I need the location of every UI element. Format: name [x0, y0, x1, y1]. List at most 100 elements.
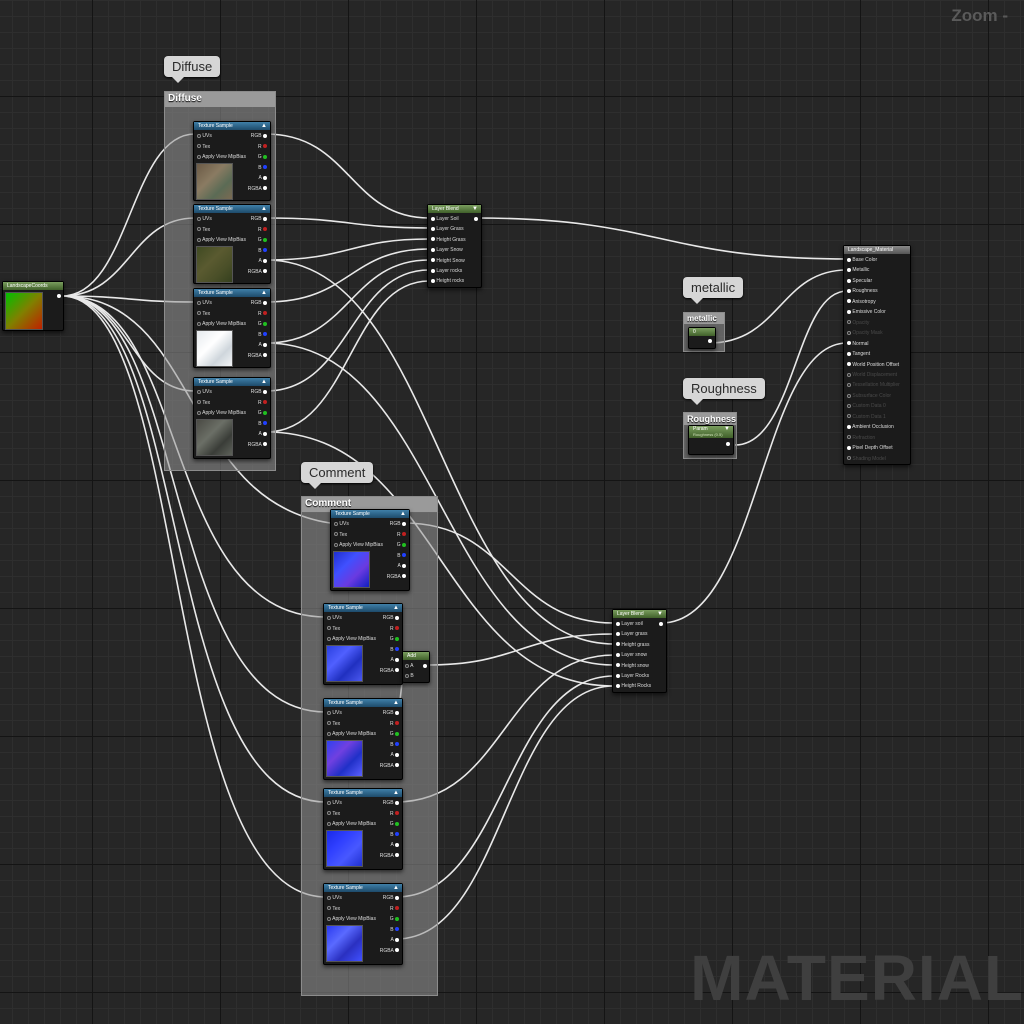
output-pin[interactable]: R [390, 811, 399, 817]
output-pin[interactable]: R [397, 532, 406, 538]
input-pin[interactable]: Tex [327, 721, 340, 727]
output-pin[interactable]: R [258, 144, 267, 150]
material-input-pin[interactable]: World Position Offset [847, 362, 899, 368]
output-pin[interactable]: RGB [390, 521, 406, 527]
layer-input-pin[interactable]: Layer Soil [431, 216, 459, 222]
output-pin[interactable] [659, 622, 663, 626]
layer-input-pin[interactable]: Height grass [616, 642, 649, 648]
layer-input-pin[interactable]: Layer rocks [431, 268, 462, 274]
input-pin[interactable]: UVs [197, 300, 212, 306]
output-pin[interactable]: RGB [251, 216, 267, 222]
output-pin[interactable]: RGBA [248, 442, 267, 448]
layer-input-pin[interactable]: Height Snow [431, 258, 465, 264]
output-pin[interactable] [474, 217, 478, 221]
material-input-pin[interactable]: Metallic [847, 267, 869, 273]
input-pin[interactable]: Apply View MipBias [197, 237, 246, 243]
output-pin[interactable]: B [258, 248, 267, 254]
output-pin[interactable]: RGB [383, 800, 399, 806]
texture-sample-node[interactable]: Texture Sample▲ UVs Tex Apply View MipBi… [323, 788, 403, 870]
output-pin[interactable]: R [258, 400, 267, 406]
output-pin[interactable]: R [390, 906, 399, 912]
landscape-material-result-node[interactable]: Landscape_Material Base Color Metallic S… [843, 245, 911, 465]
roughness-bubble[interactable]: Roughness [683, 378, 765, 405]
input-pin[interactable]: Tex [327, 626, 340, 632]
output-pin[interactable]: RGBA [248, 186, 267, 192]
output-pin[interactable]: RGBA [380, 853, 399, 859]
output-pin[interactable]: RGB [251, 300, 267, 306]
output-pin[interactable]: RGB [383, 615, 399, 621]
layer-input-pin[interactable]: Height Rocks [616, 683, 651, 689]
layer-blend-node-1[interactable]: Layer Blend▼ Layer Soil Layer Grass Heig… [427, 204, 482, 288]
output-pin[interactable]: G [390, 731, 399, 737]
layer-input-pin[interactable]: Layer Rocks [616, 673, 649, 679]
landscape-coords-node[interactable]: LandscapeCoords [2, 281, 64, 331]
output-pin[interactable]: R [258, 227, 267, 233]
output-pin[interactable] [423, 664, 427, 668]
output-pin[interactable]: RGBA [248, 269, 267, 275]
output-pin[interactable]: G [258, 321, 267, 327]
metallic-param-box[interactable]: metallic 0 [683, 312, 725, 352]
layer-input-pin[interactable]: Layer Snow [431, 247, 463, 253]
input-pin[interactable]: UVs [327, 800, 342, 806]
texture-sample-node[interactable]: Texture Sample▲ UVs Tex Apply View MipBi… [193, 288, 271, 368]
output-pin[interactable]: B [258, 421, 267, 427]
texture-sample-node[interactable]: Texture Sample▲ UVs Tex Apply View MipBi… [323, 698, 403, 780]
layer-input-pin[interactable]: Height Grass [431, 237, 466, 243]
output-pin[interactable]: A [259, 258, 267, 264]
output-pin[interactable]: B [390, 647, 399, 653]
layer-blend-node-2[interactable]: Layer Blend▼ Layer soil Layer grass Heig… [612, 609, 667, 693]
layer-input-pin[interactable]: Height rocks [431, 278, 464, 284]
material-input-pin[interactable]: Roughness [847, 288, 878, 294]
layer-input-pin[interactable]: Layer soil [616, 621, 643, 627]
input-pin[interactable]: UVs [327, 710, 342, 716]
diffuse-comment-bubble[interactable]: Diffuse [164, 56, 221, 83]
roughness-param-box[interactable]: Roughness Param▼Roughness (0.5) [683, 412, 737, 459]
material-input-pin[interactable]: Specular [847, 278, 872, 284]
output-pin[interactable]: A [391, 752, 399, 758]
metallic-scalar-node[interactable]: 0 [688, 327, 716, 349]
output-pin[interactable]: RGB [251, 389, 267, 395]
output-pin[interactable] [726, 442, 730, 446]
texture-sample-node[interactable]: Texture Sample▲ UVs Tex Apply View MipBi… [193, 377, 271, 459]
output-pin[interactable]: A [259, 431, 267, 437]
input-pin[interactable]: Tex [327, 811, 340, 817]
output-pin[interactable]: RGBA [380, 948, 399, 954]
material-input-pin[interactable]: Base Color [847, 257, 877, 263]
output-pin[interactable]: A [391, 842, 399, 848]
output-pin[interactable]: RGB [251, 133, 267, 139]
output-pin[interactable]: A [259, 175, 267, 181]
output-pin[interactable]: R [258, 311, 267, 317]
output-pin[interactable]: B [258, 165, 267, 171]
output-pin[interactable]: G [390, 636, 399, 642]
input-pin[interactable]: Apply View MipBias [327, 731, 376, 737]
layer-input-pin[interactable]: Height snow [616, 663, 649, 669]
output-pin[interactable]: G [258, 237, 267, 243]
input-pin[interactable]: Apply View MipBias [327, 916, 376, 922]
output-pin[interactable]: B [390, 742, 399, 748]
layer-input-pin[interactable]: Layer grass [616, 631, 648, 637]
material-input-pin[interactable]: Ambient Occlusion [847, 424, 894, 430]
input-pin[interactable]: Tex [334, 532, 347, 538]
input-pin[interactable]: Apply View MipBias [197, 410, 246, 416]
material-input-pin[interactable]: Anisotropy [847, 299, 876, 305]
add-input-b[interactable]: B [405, 673, 414, 679]
input-pin[interactable]: Apply View MipBias [197, 321, 246, 327]
material-input-pin[interactable]: Pixel Depth Offset [847, 445, 893, 451]
metallic-bubble[interactable]: metallic [683, 277, 744, 304]
output-pin[interactable]: B [390, 832, 399, 838]
input-pin[interactable]: Tex [327, 906, 340, 912]
input-pin[interactable]: Tex [197, 400, 210, 406]
output-pin[interactable]: G [397, 542, 406, 548]
output-pin[interactable]: RGB [383, 895, 399, 901]
output-pin[interactable] [57, 294, 61, 298]
input-pin[interactable]: UVs [334, 521, 349, 527]
layer-input-pin[interactable]: Layer Grass [431, 226, 464, 232]
output-pin[interactable]: RGBA [380, 763, 399, 769]
output-pin[interactable]: A [398, 563, 406, 569]
output-pin[interactable]: RGBA [248, 353, 267, 359]
input-pin[interactable]: UVs [327, 895, 342, 901]
comment-bubble[interactable]: Comment [301, 462, 374, 489]
output-pin[interactable]: R [390, 721, 399, 727]
output-pin[interactable]: B [390, 927, 399, 933]
output-pin[interactable]: G [390, 821, 399, 827]
